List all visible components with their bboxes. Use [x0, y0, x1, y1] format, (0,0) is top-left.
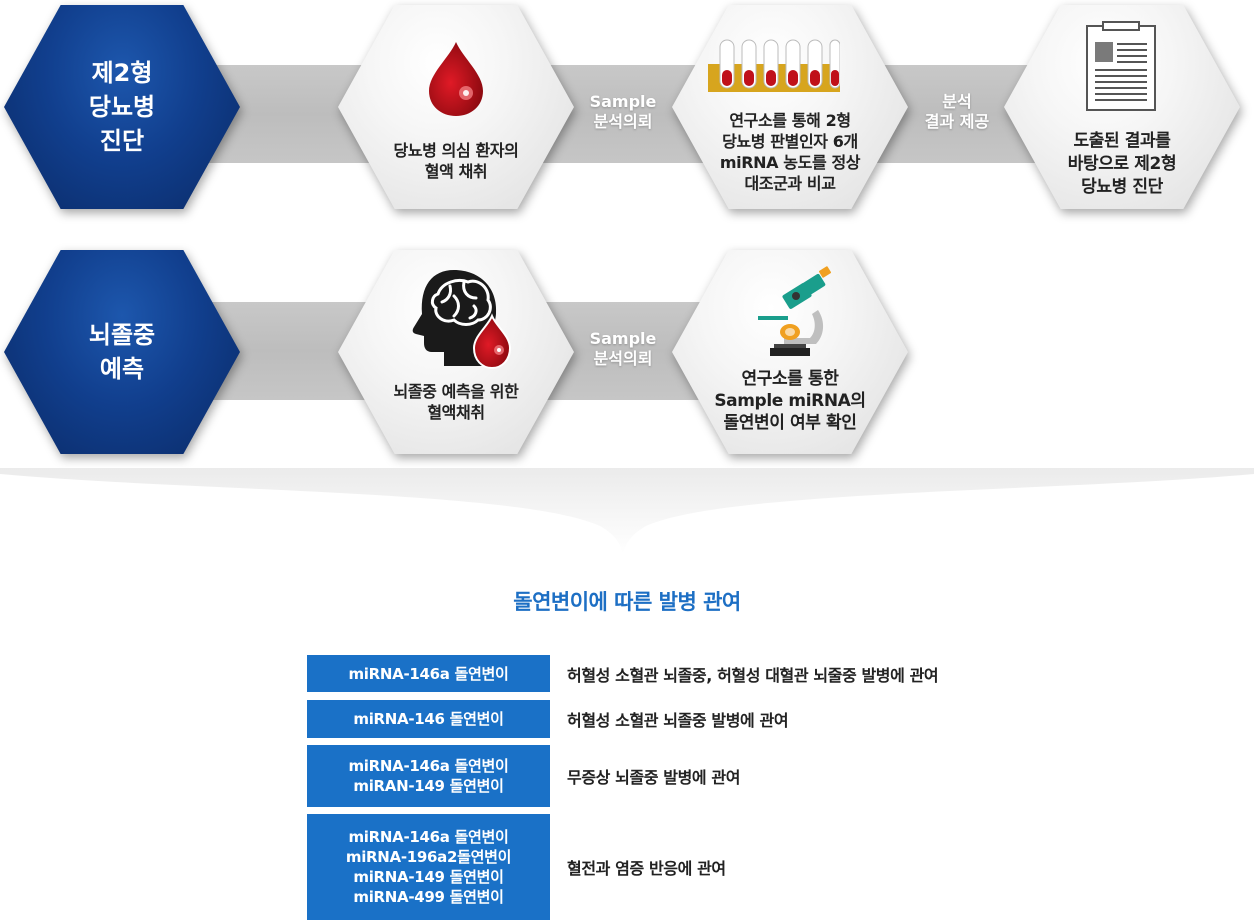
mutation-label-3: miRNA-146a 돌연변이 miRAN-149 돌연변이	[307, 745, 550, 807]
row2-step2-text: 연구소를 통한 Sample miRNA의 돌연변이 여부 확인	[714, 369, 866, 433]
section-divider	[0, 468, 1254, 554]
mutation-desc-3: 무증상 뇌졸중 발병에 관여	[567, 768, 741, 787]
row1-step1-text: 당뇨병 의심 환자의 혈액 채취	[393, 141, 519, 181]
row1-step3-text: 도출된 결과를 바탕으로 제2형 당뇨병 진단	[1067, 131, 1177, 197]
row2-title-hex-wrap	[4, 250, 240, 454]
head-brain-blood-icon	[412, 270, 512, 370]
row2-title: 뇌졸중 예측	[88, 321, 156, 383]
mutation-desc-4: 혈전과 염증 반응에 관여	[567, 859, 726, 878]
mutation-label-2: miRNA-146 돌연변이	[307, 700, 550, 738]
clipboard-report-icon	[1086, 21, 1156, 111]
blood-drop-icon	[429, 42, 483, 116]
row1-title-hex-wrap	[4, 5, 240, 209]
test-tubes-icon	[708, 39, 840, 92]
row1-title: 제2형 당뇨병 진단	[88, 59, 156, 155]
mutation-desc-2: 허혈성 소혈관 뇌졸중 발병에 관여	[567, 711, 789, 730]
row1-link1-label: Sample 분석의뢰	[589, 92, 657, 131]
row1-title-hex	[4, 5, 240, 209]
row1-step2-hex	[672, 5, 908, 209]
mutation-section-title: 돌연변이에 따른 발병 관여	[513, 590, 741, 614]
mutation-desc-1: 허혈성 소혈관 뇌졸중, 허혈성 대혈관 뇌줄중 발병에 관여	[567, 665, 939, 685]
row1-step2-hex-wrap	[672, 5, 908, 209]
row2-title-hex	[4, 250, 240, 454]
row1-link2-label: 분석 결과 제공	[924, 92, 990, 131]
microscope-icon	[758, 266, 831, 356]
mutation-label-4: miRNA-146a 돌연변이 miRNA-196a2돌연변이 miRNA-14…	[307, 814, 550, 920]
row1-step2-text: 연구소를 통해 2형 당뇨병 판별인자 6개 miRNA 농도를 정상 대조군과…	[719, 111, 861, 193]
row2-link1-label: Sample 분석의뢰	[589, 329, 657, 368]
row2-step1-text: 뇌졸중 예측을 위한 혈액채취	[393, 382, 519, 422]
mutation-label-1: miRNA-146a 돌연변이	[307, 655, 550, 692]
